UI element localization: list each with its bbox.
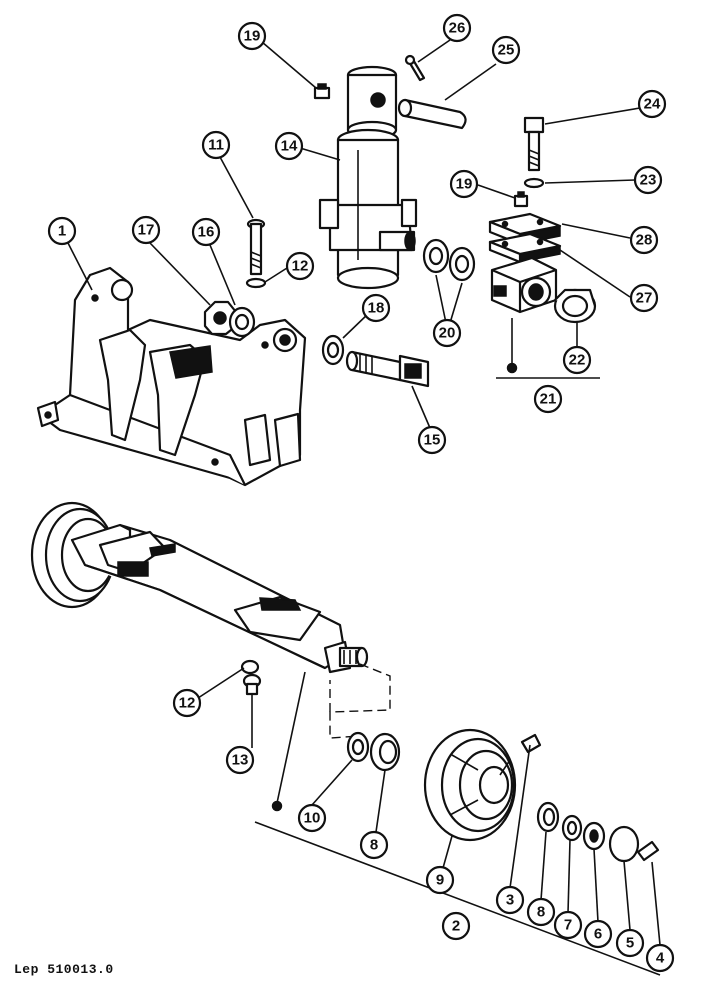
callout-15: 15 xyxy=(417,425,447,455)
axle-frame-part xyxy=(70,523,369,674)
washer-part-23 xyxy=(523,177,545,189)
washer-part-20-b xyxy=(448,246,476,282)
svg-text:8: 8 xyxy=(370,837,378,854)
callout-19-upper: 19 xyxy=(237,21,267,51)
svg-text:10: 10 xyxy=(304,810,321,827)
callout-9: 9 xyxy=(425,865,455,895)
svg-text:4: 4 xyxy=(656,950,665,967)
bolt-part-13 xyxy=(242,673,262,696)
callout-17: 17 xyxy=(131,215,161,245)
idler-wheel-part-9 xyxy=(423,728,517,842)
nut-part-12-lower xyxy=(240,659,260,675)
callout-25: 25 xyxy=(491,35,521,65)
callout-11: 11 xyxy=(201,130,231,160)
callout-12-upper: 12 xyxy=(285,251,315,281)
svg-text:20: 20 xyxy=(439,325,456,342)
svg-text:19: 19 xyxy=(456,176,473,193)
svg-text:22: 22 xyxy=(569,352,586,369)
washer-part-10 xyxy=(346,731,370,763)
callout-5: 5 xyxy=(615,928,645,958)
svg-text:18: 18 xyxy=(368,300,385,317)
svg-text:6: 6 xyxy=(594,926,602,943)
drawing-reference: Lep 510013.0 xyxy=(14,962,114,977)
callout-4: 4 xyxy=(645,943,675,973)
svg-text:7: 7 xyxy=(564,917,572,934)
bushing-part-22 xyxy=(553,288,597,324)
callout-1: 1 xyxy=(47,216,77,246)
bracket-line-2 xyxy=(254,821,661,976)
grease-nipple-part-19-upper xyxy=(313,83,331,100)
callout-14: 14 xyxy=(274,131,304,161)
svg-text:25: 25 xyxy=(498,42,515,59)
pivot-cylinder-part-14 xyxy=(318,65,418,290)
callout-21: 21 xyxy=(533,384,563,414)
callout-18: 18 xyxy=(361,293,391,323)
svg-text:2: 2 xyxy=(452,918,460,935)
svg-text:24: 24 xyxy=(644,96,661,113)
callout-12-lower: 12 xyxy=(172,688,202,718)
bolt-part-24 xyxy=(523,116,545,172)
callout-23: 23 xyxy=(633,165,663,195)
bolt-part-4 xyxy=(636,840,660,862)
callout-10: 10 xyxy=(297,803,327,833)
nut-part-6 xyxy=(582,821,606,851)
bolt-part-11 xyxy=(246,218,266,276)
svg-text:26: 26 xyxy=(449,20,466,37)
nut-part-12-upper xyxy=(245,277,267,289)
grease-fitting-part-3 xyxy=(520,733,542,754)
svg-text:28: 28 xyxy=(636,232,653,249)
svg-text:14: 14 xyxy=(281,138,298,155)
bracket-frame-part xyxy=(36,266,307,487)
callout-3: 3 xyxy=(495,885,525,915)
lock-washer-part-7 xyxy=(561,814,583,842)
callout-8-left: 8 xyxy=(359,830,389,860)
callout-24: 24 xyxy=(637,89,667,119)
svg-text:12: 12 xyxy=(292,258,309,275)
callout-2: 2 xyxy=(441,911,471,941)
svg-text:23: 23 xyxy=(640,172,657,189)
callout-13: 13 xyxy=(225,745,255,775)
callout-27: 27 xyxy=(629,283,659,313)
svg-text:11: 11 xyxy=(208,137,224,154)
svg-text:19: 19 xyxy=(244,28,261,45)
callout-28: 28 xyxy=(629,225,659,255)
pin-part-25 xyxy=(397,98,467,130)
split-pin-part-26 xyxy=(404,54,426,82)
svg-text:12: 12 xyxy=(179,695,196,712)
bearing-housing-part-21 xyxy=(490,256,558,314)
leader-lines xyxy=(67,39,661,946)
callout-6: 6 xyxy=(583,919,613,949)
washer-part-16 xyxy=(228,306,256,338)
bearing-part-8-left xyxy=(369,732,401,772)
callout-19-right: 19 xyxy=(449,169,479,199)
callout-20: 20 xyxy=(432,318,462,348)
svg-text:13: 13 xyxy=(232,752,249,769)
bearing-part-8-right xyxy=(536,801,560,833)
washer-part-18 xyxy=(321,334,345,366)
svg-text:1: 1 xyxy=(58,223,66,240)
callout-26: 26 xyxy=(442,13,472,43)
svg-text:9: 9 xyxy=(436,872,444,889)
svg-text:27: 27 xyxy=(636,290,653,307)
svg-text:8: 8 xyxy=(537,904,545,921)
svg-text:5: 5 xyxy=(626,935,634,952)
svg-text:21: 21 xyxy=(540,391,557,408)
grease-nipple-part-19-right xyxy=(513,191,529,208)
callout-8-right: 8 xyxy=(526,897,556,927)
callout-22: 22 xyxy=(562,345,592,375)
svg-text:15: 15 xyxy=(424,432,441,449)
svg-text:17: 17 xyxy=(138,222,155,239)
svg-text:16: 16 xyxy=(198,224,215,241)
pivot-pin-part-15 xyxy=(345,350,430,388)
callout-16: 16 xyxy=(191,217,221,247)
svg-text:3: 3 xyxy=(506,892,514,909)
cap-part-5 xyxy=(608,825,640,863)
washer-part-20-a xyxy=(422,238,450,274)
callout-7: 7 xyxy=(553,910,583,940)
